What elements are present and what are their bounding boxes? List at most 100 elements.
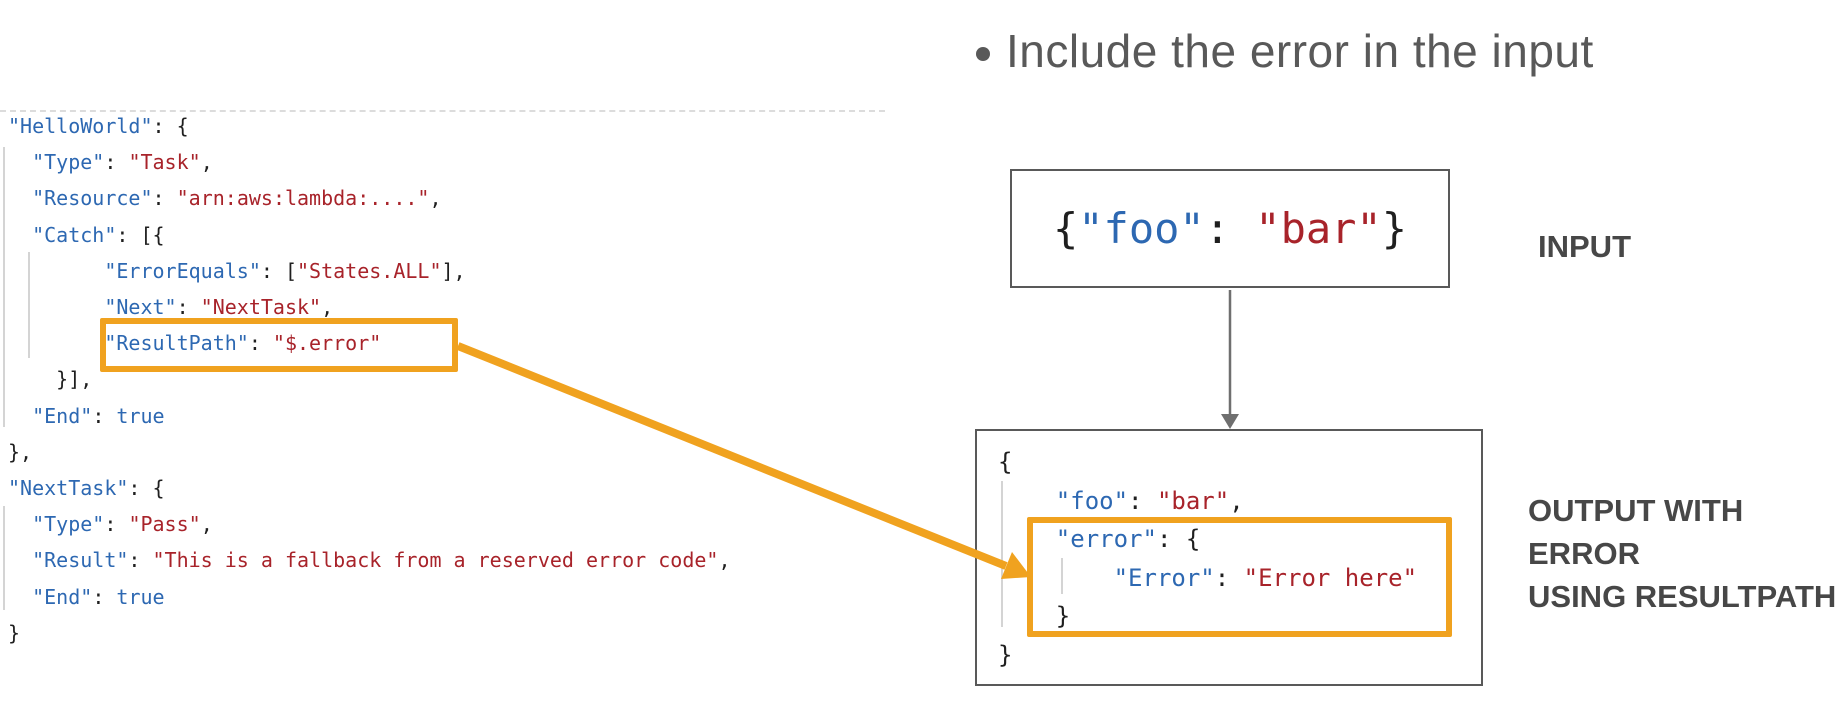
code-token: }	[998, 640, 1013, 669]
code-line: {	[998, 443, 1417, 482]
code-token: :	[1204, 204, 1256, 253]
code-token	[8, 331, 104, 355]
code-line: "End": true	[8, 579, 731, 615]
code-token: "Pass"	[128, 512, 201, 537]
code-token	[8, 223, 32, 247]
code-token: : {	[152, 114, 189, 138]
code-token: ,	[1229, 486, 1244, 515]
bullet-marker-icon	[976, 47, 990, 61]
code-token: }],	[8, 367, 93, 392]
code-token: ,	[200, 512, 213, 537]
code-token	[8, 259, 104, 283]
indent-guide	[1001, 481, 1003, 627]
code-token	[8, 186, 32, 210]
code-token: : [	[260, 258, 297, 283]
code-token: :	[176, 295, 201, 320]
code-token	[8, 585, 32, 609]
input-label: INPUT	[1538, 229, 1631, 264]
indent-guide	[3, 506, 5, 610]
code-line: "foo": "bar",	[998, 482, 1417, 521]
code-line: "Catch": [{	[8, 217, 731, 253]
code-token: "Error here"	[1243, 563, 1418, 592]
code-line: "ErrorEquals": ["States.ALL"],	[8, 253, 731, 289]
code-token: "foo"	[1078, 204, 1205, 253]
code-token: :	[248, 331, 273, 356]
code-line: "End": true	[8, 398, 731, 434]
code-token	[8, 548, 32, 572]
code-token: }	[1381, 204, 1408, 253]
code-line: }],	[8, 361, 731, 397]
code-token: "HelloWorld"	[8, 114, 153, 138]
error-highlight-box	[1027, 517, 1452, 637]
output-label: OUTPUT WITH ERROR USING RESULTPATH	[1528, 489, 1836, 618]
code-token: ,	[200, 150, 213, 175]
code-token: "ErrorEquals"	[104, 258, 261, 283]
code-token: "error"	[1055, 525, 1157, 554]
resultpath-highlight-box	[100, 318, 458, 372]
code-token: }	[8, 620, 21, 645]
code-token: : {	[1156, 525, 1201, 554]
label-line: USING RESULTPATH	[1528, 579, 1837, 614]
code-token: "NextTask"	[200, 295, 322, 320]
code-token: }	[998, 602, 1071, 631]
code-token: {	[1052, 204, 1079, 253]
code-token: "bar"	[1156, 486, 1230, 515]
code-token: ,	[321, 295, 334, 320]
bullet-text: Include the error in the input	[1006, 25, 1594, 77]
code-line: "Result": "This is a fallback from a res…	[8, 542, 731, 578]
code-token: :	[128, 548, 153, 573]
code-token: "Next"	[104, 295, 177, 320]
input-json-box: {"foo": "bar"}	[1010, 169, 1450, 288]
code-line: "HelloWorld": {	[8, 108, 731, 144]
code-token: {	[998, 448, 1013, 476]
code-line: }	[998, 597, 1417, 636]
code-line: },	[8, 434, 731, 470]
code-line: "Type": "Pass",	[8, 506, 731, 542]
label-line: OUTPUT WITH	[1528, 493, 1744, 528]
output-json-code-block: { "foo": "bar", "error": { "Error": "Err…	[998, 443, 1417, 675]
code-line: "Type": "Task",	[8, 144, 731, 180]
code-token	[8, 150, 32, 174]
code-token: ,	[718, 548, 731, 573]
code-token: true	[116, 584, 165, 609]
code-token: "States.ALL"	[297, 258, 442, 283]
code-token: "Type"	[32, 512, 105, 537]
code-token: "ResultPath"	[104, 331, 249, 356]
code-token: "$.error"	[272, 331, 382, 356]
code-line: "NextTask": {	[8, 470, 731, 506]
code-line: "Error": "Error here"	[998, 559, 1417, 598]
code-token: "Type"	[32, 150, 105, 175]
bullet-headline: Include the error in the input	[976, 24, 1594, 78]
code-line: }	[8, 615, 731, 651]
code-token: : {	[128, 476, 165, 501]
code-token: : [{	[116, 222, 165, 247]
code-token: "bar"	[1255, 204, 1382, 253]
code-line: "Next": "NextTask",	[8, 289, 731, 325]
code-token: "Error"	[1113, 563, 1215, 592]
code-token: "End"	[32, 584, 93, 609]
state-machine-code-block: "HelloWorld": { "Type": "Task", "Resourc…	[8, 108, 731, 651]
code-token	[998, 487, 1056, 515]
code-token	[8, 295, 104, 319]
input-json-text: {"foo": "bar"}	[1053, 204, 1407, 253]
code-token: "This is a fallback from a reserved erro…	[152, 548, 719, 573]
code-line: "ResultPath": "$.error"	[8, 325, 731, 361]
code-line: "Resource": "arn:aws:lambda:....",	[8, 180, 731, 216]
code-token: :	[152, 186, 177, 211]
code-token: "Task"	[128, 150, 201, 175]
code-token: "Result"	[32, 548, 129, 573]
code-token: "Catch"	[32, 222, 117, 247]
code-token: :	[92, 584, 117, 609]
code-line: }	[998, 636, 1417, 675]
label-line: ERROR	[1528, 536, 1640, 571]
input-to-output-arrow	[1221, 290, 1239, 429]
indent-guide	[1061, 558, 1063, 594]
code-token	[8, 512, 32, 536]
code-token: :	[1214, 563, 1244, 592]
code-token: ],	[441, 258, 466, 283]
code-token: },	[8, 439, 33, 464]
code-token: :	[104, 150, 129, 175]
code-token	[8, 404, 32, 428]
code-token: ,	[429, 186, 442, 211]
